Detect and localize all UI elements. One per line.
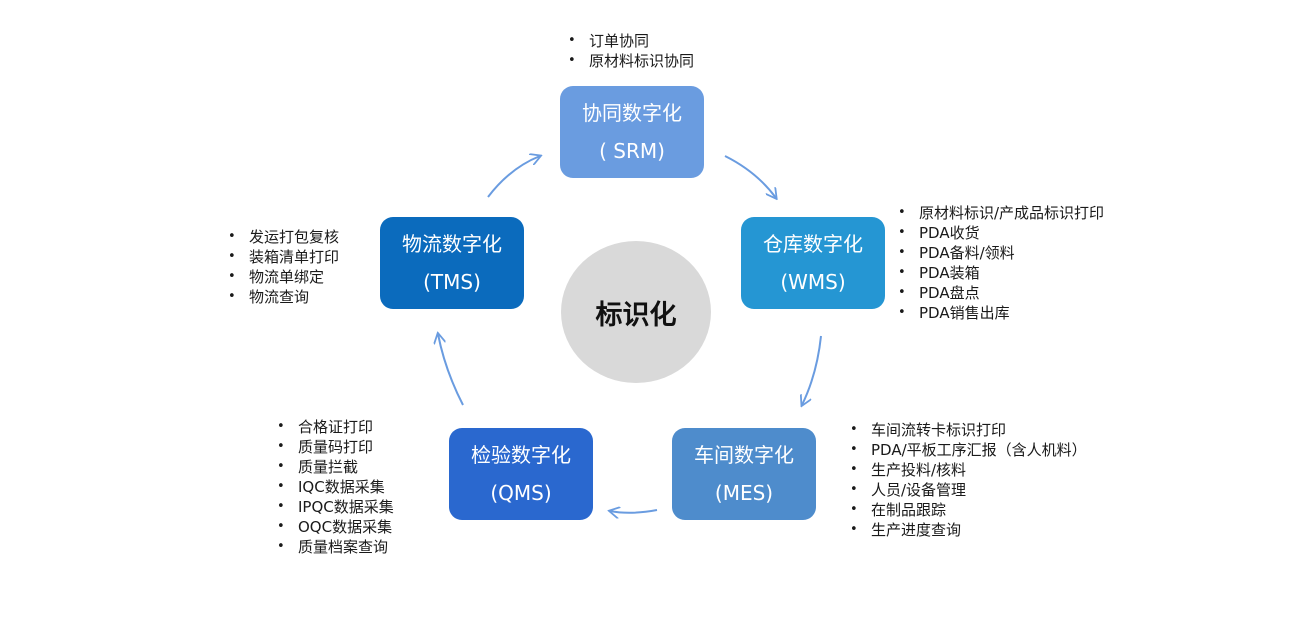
list-item: 生产投料/核料 xyxy=(850,460,1087,480)
list-item: PDA/平板工序汇报（含人机料） xyxy=(850,440,1087,460)
list-item: 装箱清单打印 xyxy=(228,247,339,267)
list-item: 原材料标识/产成品标识打印 xyxy=(898,203,1104,223)
center-circle-label: 标识化 xyxy=(561,241,711,383)
tms-node: 物流数字化 (TMS) xyxy=(380,217,524,309)
list-item: PDA装箱 xyxy=(898,263,1104,283)
list-item: 合格证打印 xyxy=(277,417,394,437)
list-item: IPQC数据采集 xyxy=(277,497,394,517)
list-item: PDA备料/领料 xyxy=(898,243,1104,263)
qms-node-title: 检验数字化 xyxy=(471,443,571,467)
srm-node-title: 协同数字化 xyxy=(582,101,682,125)
tms-feature-list: 发运打包复核 装箱清单打印 物流单绑定 物流查询 xyxy=(228,227,339,307)
tms-node-title: 物流数字化 xyxy=(402,232,502,256)
wms-node-title: 仓库数字化 xyxy=(763,232,863,256)
list-item: 质量码打印 xyxy=(277,437,394,457)
list-item: 物流单绑定 xyxy=(228,267,339,287)
qms-feature-list: 合格证打印 质量码打印 质量拦截 IQC数据采集 IPQC数据采集 OQC数据采… xyxy=(277,417,394,557)
list-item: 物流查询 xyxy=(228,287,339,307)
qms-node: 检验数字化 (QMS) xyxy=(449,428,593,520)
list-item: 发运打包复核 xyxy=(228,227,339,247)
arrow-mes-to-qms xyxy=(610,510,658,513)
list-item: 质量档案查询 xyxy=(277,537,394,557)
mes-node: 车间数字化 (MES) xyxy=(672,428,816,520)
mes-node-title: 车间数字化 xyxy=(694,443,794,467)
mes-node-subtitle: (MES) xyxy=(714,481,774,505)
tms-node-subtitle: (TMS) xyxy=(423,270,481,294)
srm-node-subtitle: ( SRM) xyxy=(599,139,665,163)
list-item: 在制品跟踪 xyxy=(850,500,1087,520)
arrow-qms-to-tms xyxy=(438,334,464,406)
list-item: 人员/设备管理 xyxy=(850,480,1087,500)
arrow-wms-to-mes xyxy=(802,335,822,405)
mes-feature-list: 车间流转卡标识打印 PDA/平板工序汇报（含人机料） 生产投料/核料 人员/设备… xyxy=(850,420,1087,540)
list-item: OQC数据采集 xyxy=(277,517,394,537)
list-item: PDA盘点 xyxy=(898,283,1104,303)
wms-feature-list: 原材料标识/产成品标识打印 PDA收货 PDA备料/领料 PDA装箱 PDA盘点… xyxy=(898,203,1104,323)
list-item: 车间流转卡标识打印 xyxy=(850,420,1087,440)
wms-node: 仓库数字化 (WMS) xyxy=(741,217,885,309)
arrow-srm-to-wms xyxy=(724,155,776,198)
list-item: 生产进度查询 xyxy=(850,520,1087,540)
list-item: IQC数据采集 xyxy=(277,477,394,497)
list-item: PDA销售出库 xyxy=(898,303,1104,323)
srm-node: 协同数字化 ( SRM) xyxy=(560,86,704,178)
wms-node-subtitle: (WMS) xyxy=(780,270,846,294)
list-item: 订单协同 xyxy=(568,31,694,51)
qms-node-subtitle: (QMS) xyxy=(490,481,552,505)
arrow-tms-to-srm xyxy=(487,156,540,198)
srm-feature-list: 订单协同 原材料标识协同 xyxy=(568,31,694,71)
list-item: PDA收货 xyxy=(898,223,1104,243)
list-item: 原材料标识协同 xyxy=(568,51,694,71)
list-item: 质量拦截 xyxy=(277,457,394,477)
